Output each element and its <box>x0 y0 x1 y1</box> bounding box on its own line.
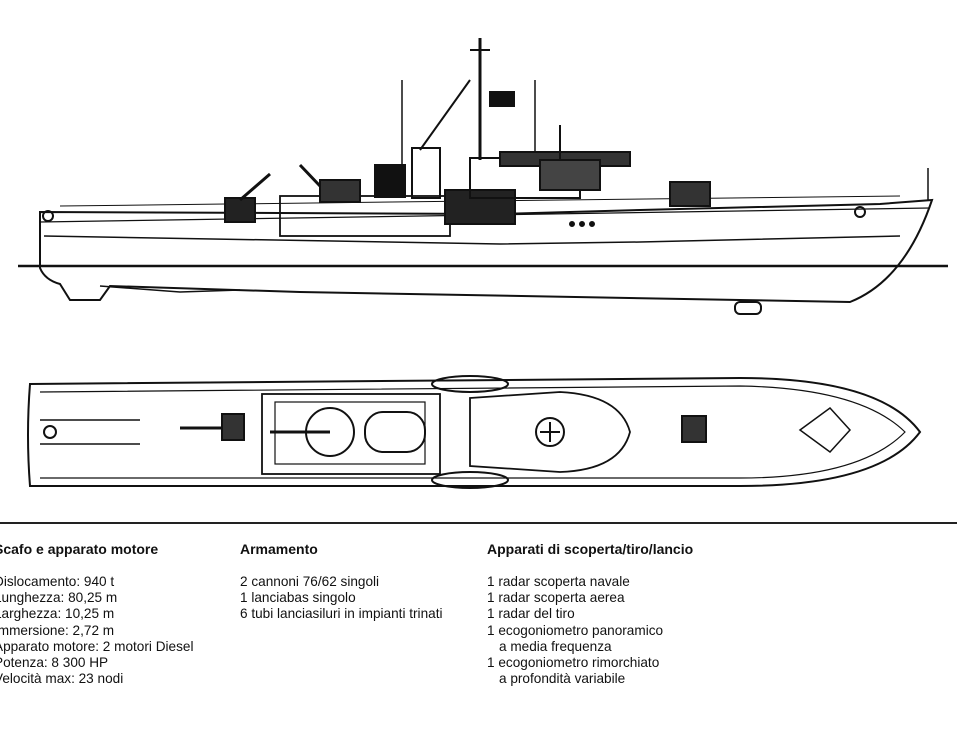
spec-line: 1 ecogoniometro rimorchiato <box>487 655 660 671</box>
sensors-heading: Apparati di scoperta/tiro/lancio <box>487 541 694 557</box>
spec-line: 1 lanciabas singolo <box>240 590 356 606</box>
ship-drawing <box>18 38 948 489</box>
side-profile <box>18 38 948 315</box>
spec-line: Velocità max: 23 nodi <box>0 671 124 687</box>
spec-line: Immersione: 2,72 m <box>0 622 115 638</box>
spec-line: a profondità variabile <box>499 671 626 687</box>
spec-line: 1 radar del tiro <box>487 606 575 622</box>
spec-line: 1 radar scoperta aerea <box>487 590 625 606</box>
spec-line: Dislocamento: 940 t <box>0 574 115 589</box>
hull-specs-heading: Scafo e apparato motore <box>0 541 159 557</box>
spec-line: 1 ecogoniometro panoramico <box>487 622 664 638</box>
armament-column: Armamento 2 cannoni 76/62 singoli 1 lanc… <box>240 540 443 623</box>
spec-line: a media frequenza <box>499 638 612 654</box>
spec-line: 6 tubi lanciasiluri in impianti trinati <box>240 606 443 622</box>
spec-line: 2 cannoni 76/62 singoli <box>240 574 380 589</box>
divider-line <box>0 522 957 524</box>
spec-line: 1 radar scoperta navale <box>487 574 630 589</box>
spec-line: Lunghezza: 80,25 m <box>0 590 118 606</box>
spec-line: Apparato motore: 2 motori Diesel <box>0 638 194 654</box>
plan-view <box>27 375 922 489</box>
hull-specs-column: Scafo e apparato motore Dislocamento: 94… <box>0 540 193 687</box>
spec-line: Larghezza: 10,25 m <box>0 606 115 622</box>
spec-line: Potenza: 8 300 HP <box>0 655 109 671</box>
sensors-column: Apparati di scoperta/tiro/lancio 1 radar… <box>487 540 693 687</box>
armament-heading: Armamento <box>240 541 318 557</box>
